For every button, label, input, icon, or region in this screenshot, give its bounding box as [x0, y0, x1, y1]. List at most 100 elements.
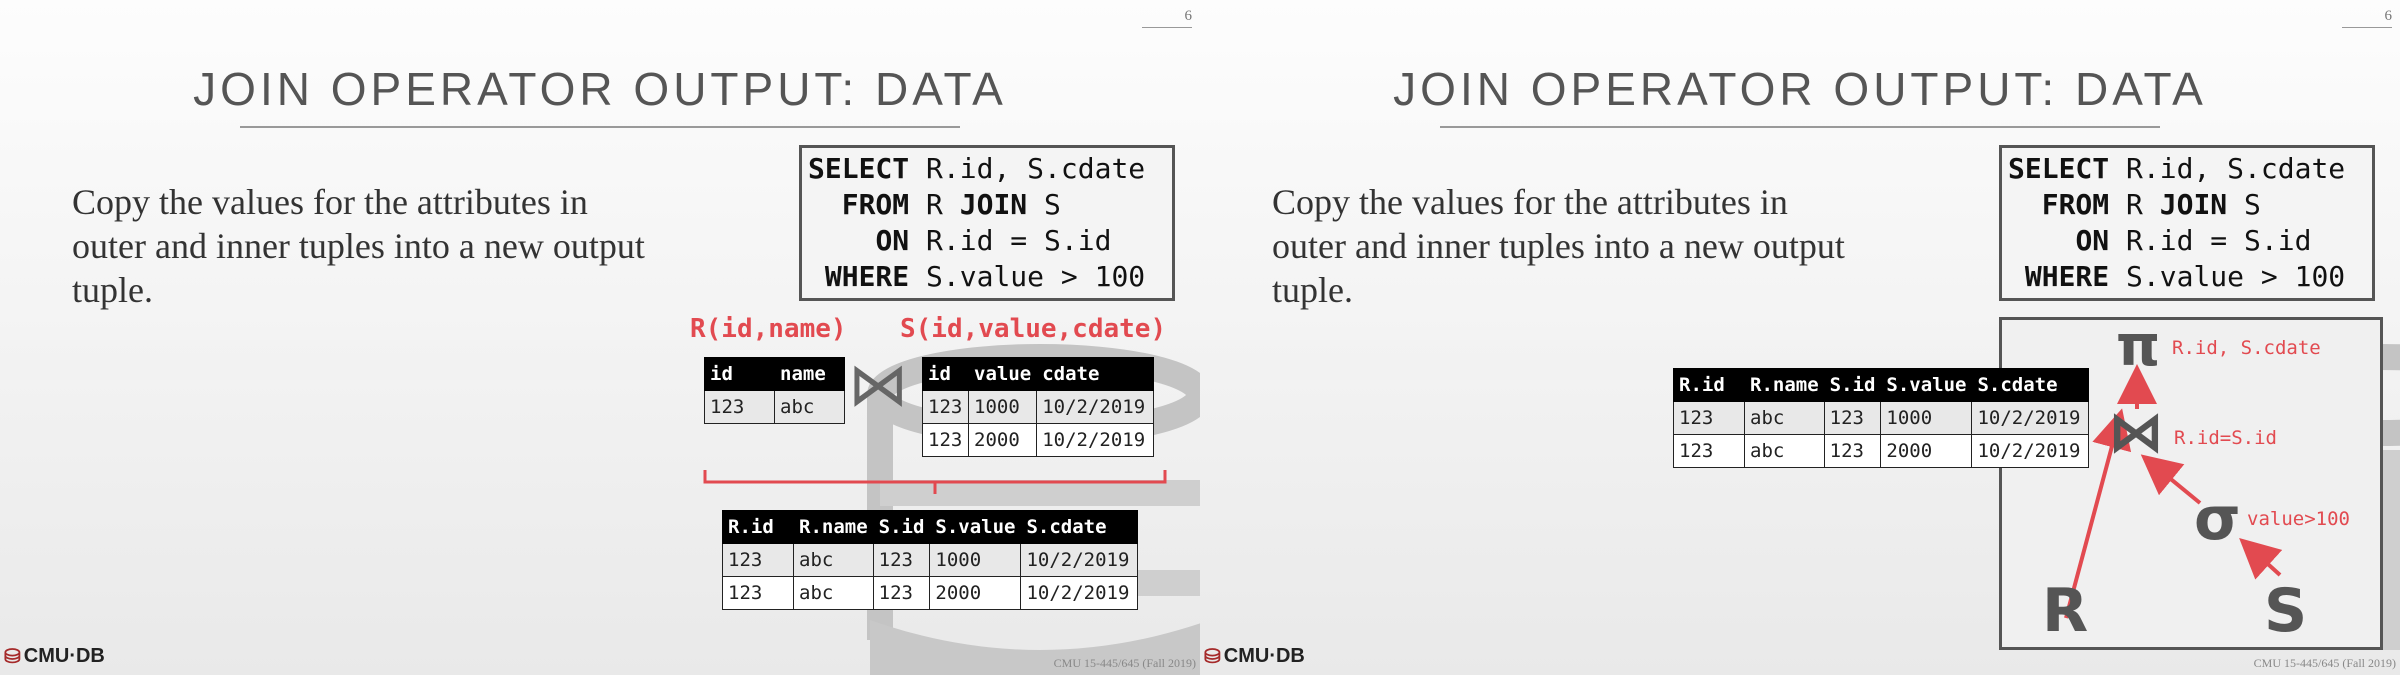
sql-text: R.id = S.id [2126, 224, 2312, 257]
output-table: R.id R.name S.id S.value S.cdate 123 abc… [1673, 368, 2090, 468]
table-cell: 10/2/2019 [1020, 576, 1139, 610]
column-header: value [967, 357, 1038, 391]
table-cell: abc [774, 390, 845, 424]
sql-keyword: JOIN [959, 188, 1028, 221]
column-header: S.cdate [1971, 368, 2090, 402]
sql-text: S.value > 100 [2126, 260, 2346, 293]
table-cell: 10/2/2019 [1971, 401, 2090, 435]
sql-line-from: FROM R JOIN S [2008, 187, 2372, 223]
table-cell: abc [1744, 401, 1825, 435]
sql-text: R.id, S.cdate [926, 152, 1146, 185]
column-header: cdate [1036, 357, 1155, 391]
table-cell: 123 [722, 543, 794, 577]
database-icon: ⛁ [1204, 646, 1221, 668]
sql-line-where: WHERE S.value > 100 [2008, 259, 2372, 295]
column-header: S.value [929, 510, 1022, 544]
projection-operator: π [2116, 314, 2161, 379]
footer-course: CMU 15-445/645 (Fall 2019) [2253, 656, 2396, 670]
sql-line-from: FROM R JOIN S [808, 187, 1172, 223]
sql-keyword: JOIN [2159, 188, 2228, 221]
sql-text: S [1027, 188, 1061, 221]
sql-keyword: FROM [2041, 188, 2110, 221]
table-cell: 123 [922, 423, 969, 457]
sql-text: R [2126, 188, 2160, 221]
table-cell: 1000 [929, 543, 1022, 577]
relation-s-label: S(id,value,cdate) [900, 314, 1167, 344]
table-cell: 123 [872, 576, 931, 610]
cmu-db-logo: ⛁ CMU·DB [1204, 644, 1305, 669]
sql-keyword: WHERE [824, 260, 910, 293]
table-row: 123 abc 123 2000 10/2/2019 [1673, 434, 2090, 468]
table-cell: 123 [1673, 401, 1745, 435]
join-operator-icon: ⋈ [848, 350, 908, 420]
table-row: 123 abc 123 1000 10/2/2019 [722, 543, 1139, 577]
title-divider [240, 126, 960, 128]
slide-title: JOIN OPERATOR OUTPUT: DATA [193, 63, 1007, 115]
slide-right: 6 JOIN OPERATOR OUTPUT: DATA Copy the va… [1200, 0, 2400, 675]
table-s: id value cdate 123 1000 10/2/2019 123 20… [922, 357, 1155, 457]
sql-text: R.id, S.cdate [2126, 152, 2346, 185]
column-header: id [704, 357, 775, 391]
table-cell: 123 [1673, 434, 1745, 468]
column-header: S.id [1823, 368, 1882, 402]
sql-line-on: ON R.id = S.id [808, 223, 1172, 259]
column-header: R.name [793, 510, 874, 544]
sql-line-select: SELECT R.id, S.cdate [2008, 151, 2372, 187]
column-header: R.id [722, 510, 794, 544]
table-cell: 10/2/2019 [1036, 390, 1155, 424]
body-text: Copy the values for the attributes in ou… [72, 182, 645, 310]
slide-left: 6 JOIN OPERATOR OUTPUT: DATA Copy the va… [0, 0, 1200, 675]
table-cell: 1000 [1880, 401, 1973, 435]
table-cell: abc [1744, 434, 1825, 468]
column-header: S.value [1880, 368, 1973, 402]
table-row: 123 abc 123 1000 10/2/2019 [1673, 401, 2090, 435]
footer-course: CMU 15-445/645 (Fall 2019) [1053, 656, 1196, 670]
table-cell: abc [793, 543, 874, 577]
table-cell: 2000 [1880, 434, 1973, 468]
sql-keyword: FROM [841, 188, 910, 221]
sql-text: R [926, 188, 960, 221]
column-header: id [922, 357, 969, 391]
relation-r-label: R(id,name) [690, 314, 847, 344]
table-row: 123 abc [704, 390, 845, 424]
sql-keyword: SELECT [808, 152, 910, 185]
query-plan-box: π R.id, S.cdate ⋈ R.id=S.id σ value>100 … [1999, 314, 2383, 650]
column-header: S.cdate [1020, 510, 1139, 544]
column-header: R.id [1673, 368, 1745, 402]
sql-text: R.id = S.id [926, 224, 1112, 257]
selection-operator: σ [2194, 484, 2241, 554]
table-cell: 123 [872, 543, 931, 577]
table-cell: 123 [1823, 434, 1882, 468]
projection-label: R.id, S.cdate [2172, 337, 2321, 359]
query-plan-arrows [2064, 364, 2283, 619]
table-cell: 10/2/2019 [1971, 434, 2090, 468]
table-row: 123 1000 10/2/2019 [922, 390, 1155, 424]
table-cell: 10/2/2019 [1036, 423, 1155, 457]
sql-text: S.value > 100 [926, 260, 1146, 293]
table-cell: 10/2/2019 [1020, 543, 1139, 577]
table-r: id name 123 abc [704, 357, 845, 424]
table-cell: abc [793, 576, 874, 610]
sql-keyword: ON [2075, 224, 2110, 257]
table-header-row: R.id R.name S.id S.value S.cdate [722, 510, 1139, 544]
selection-label: value>100 [2247, 508, 2350, 530]
table-cell: 2000 [967, 423, 1038, 457]
database-icon: ⛁ [4, 646, 21, 668]
output-table: R.id R.name S.id S.value S.cdate 123 abc… [722, 510, 1139, 610]
sql-line-where: WHERE S.value > 100 [808, 259, 1172, 295]
sql-keyword: ON [875, 224, 910, 257]
table-cell: 2000 [929, 576, 1022, 610]
table-cell: 123 [922, 390, 969, 424]
title-divider [1440, 126, 2160, 128]
join-operator-icon: ⋈ [2108, 400, 2164, 465]
table-row: 123 abc 123 2000 10/2/2019 [722, 576, 1139, 610]
logo-text: CMU·DB [1223, 645, 1305, 667]
relation-s-node: S [2264, 576, 2308, 646]
slide-title: JOIN OPERATOR OUTPUT: DATA [1393, 63, 2207, 115]
column-header: name [774, 357, 845, 391]
table-header-row: id name [704, 357, 845, 391]
column-header: S.id [872, 510, 931, 544]
sql-line-select: SELECT R.id, S.cdate [808, 151, 1172, 187]
sql-line-on: ON R.id = S.id [2008, 223, 2372, 259]
